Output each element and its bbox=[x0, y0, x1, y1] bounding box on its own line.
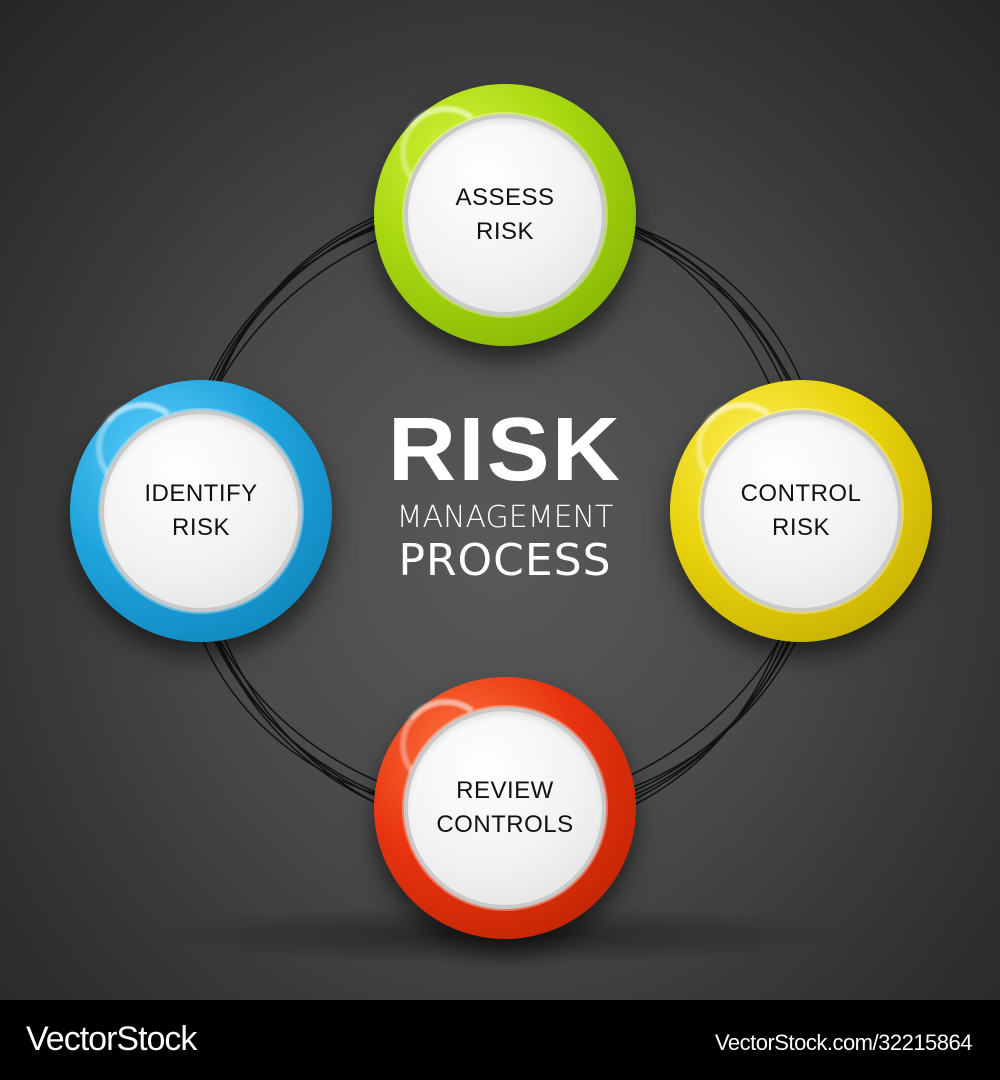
step-label: ASSESS bbox=[455, 184, 555, 211]
step-label: RISK bbox=[171, 514, 230, 541]
step-face: ASSESS RISK bbox=[404, 114, 606, 316]
step-label: CONTROL bbox=[740, 480, 862, 507]
image-url: VectorStock.com/32215864 bbox=[714, 1030, 973, 1055]
title-risk: RISK bbox=[387, 400, 623, 500]
step-label: CONTROLS bbox=[436, 811, 574, 838]
step-identify-risk: IDENTIFY RISK bbox=[70, 380, 332, 642]
step-label: RISK bbox=[475, 218, 534, 245]
step-face: CONTROL RISK bbox=[700, 410, 902, 612]
step-face: REVIEW CONTROLS bbox=[404, 707, 606, 909]
step-label: REVIEW bbox=[456, 777, 554, 804]
watermark-footer: VectorStock VectorStock.com/32215864 bbox=[0, 1000, 1000, 1080]
step-assess-risk: ASSESS RISK bbox=[374, 84, 636, 346]
brand-logo: VectorStock bbox=[26, 1020, 197, 1058]
title-process: PROCESS bbox=[398, 535, 612, 586]
step-label: RISK bbox=[771, 514, 830, 541]
step-review-controls: REVIEW CONTROLS bbox=[374, 677, 636, 939]
diagram-canvas: ASSESS RISK CONTROL RISK REVIEW CONTROLS… bbox=[0, 0, 1000, 1000]
center-title: RISK MANAGEMENT PROCESS bbox=[360, 405, 650, 585]
title-management: MANAGEMENT bbox=[396, 500, 614, 535]
step-label: IDENTIFY bbox=[144, 480, 258, 507]
step-control-risk: CONTROL RISK bbox=[670, 380, 932, 642]
step-face: IDENTIFY RISK bbox=[100, 410, 302, 612]
